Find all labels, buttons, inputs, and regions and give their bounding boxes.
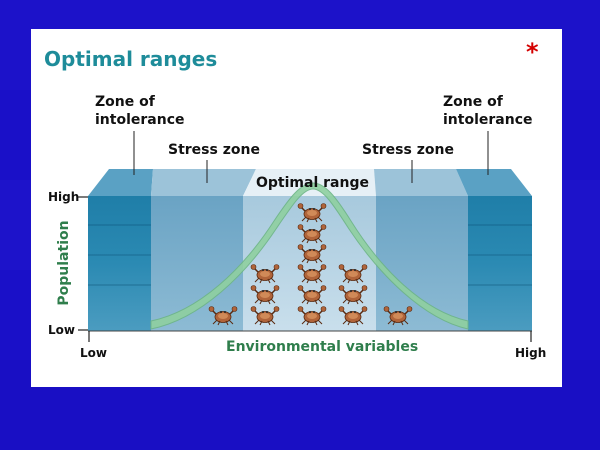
optimal-zone-top xyxy=(243,169,376,196)
y-high-label: High xyxy=(48,190,80,204)
x-low-label: Low xyxy=(80,346,107,360)
slide-title: Optimal ranges xyxy=(44,47,218,71)
optimal-range-label: Optimal range xyxy=(256,175,369,191)
x-axis-label: Environmental variables xyxy=(226,339,419,355)
stress-zone-left xyxy=(151,196,243,331)
intolerance-zone-right xyxy=(468,196,532,331)
intolerance-zone-left xyxy=(88,196,151,331)
intolerance-stripes xyxy=(88,224,532,286)
label-line: intolerance xyxy=(443,112,533,128)
slide-card: Optimal ranges * xyxy=(31,29,562,387)
label-line: Zone of xyxy=(95,94,155,110)
stress-zone-left-label: Stress zone xyxy=(168,142,260,158)
population-curve xyxy=(150,182,469,330)
stress-zone-right-label: Stress zone xyxy=(362,142,454,158)
optimal-range-diagram xyxy=(78,131,532,342)
stress-zone-right-top xyxy=(374,169,468,196)
y-axis-label: Population xyxy=(56,220,72,306)
label-line: Zone of xyxy=(443,94,503,110)
zone-intolerance-left-label: Zone of intolerance xyxy=(95,93,184,129)
intolerance-zone-left-top xyxy=(88,169,153,196)
label-line: intolerance xyxy=(95,112,185,128)
stress-zone-left-top xyxy=(151,169,256,196)
asterisk-mark: * xyxy=(526,38,539,66)
zone-intolerance-right-label: Zone of intolerance xyxy=(443,93,532,129)
stress-zone-right xyxy=(376,196,468,331)
y-low-label: Low xyxy=(48,323,75,337)
intolerance-zone-right-top xyxy=(456,169,532,196)
x-high-label: High xyxy=(515,346,547,360)
